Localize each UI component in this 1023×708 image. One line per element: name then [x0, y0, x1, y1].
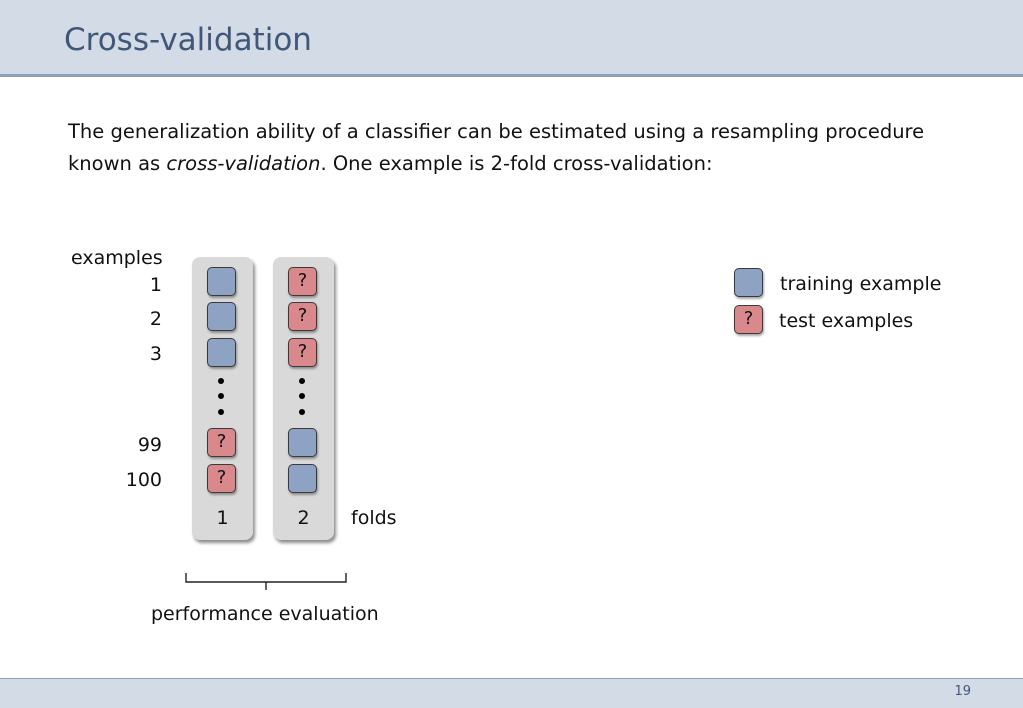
page-number: 19 [954, 684, 971, 699]
fold-1-example-100: ? [207, 464, 236, 493]
fold-1-example-99: ? [207, 428, 236, 457]
example-number-3: 3 [149, 343, 162, 365]
folds-label: folds [351, 507, 397, 529]
slide-footer: 19 [0, 678, 1023, 708]
fold-1-example-2 [207, 302, 236, 331]
performance-evaluation-label: performance evaluation [151, 603, 379, 625]
example-number-2: 2 [149, 308, 162, 330]
fold-2-example-99 [288, 428, 317, 457]
ellipsis-dot [218, 409, 224, 415]
examples-label: examples [71, 247, 163, 269]
intro-text-1: The generalization ability of a classifi… [68, 120, 925, 175]
fold-label-1: 1 [216, 507, 229, 529]
legend-test-swatch: ? [734, 305, 763, 334]
legend-training-label: training example [780, 273, 942, 295]
ellipsis-dot [218, 378, 224, 384]
ellipsis-dot [299, 393, 305, 399]
intro-paragraph: The generalization ability of a classifi… [68, 116, 968, 180]
legend-test-label: test examples [779, 310, 914, 332]
fold-2-example-3: ? [288, 338, 317, 367]
fold-2-example-1: ? [288, 267, 317, 296]
slide-title: Cross-validation [64, 22, 312, 58]
fold-1-example-3 [207, 338, 236, 367]
example-number-99: 99 [137, 434, 162, 456]
example-number-100: 100 [125, 469, 162, 491]
fold-label-2: 2 [297, 507, 310, 529]
fold-1-example-1 [207, 267, 236, 296]
ellipsis-dot [218, 393, 224, 399]
intro-text-2: . One example is 2-fold cross-validation… [320, 152, 713, 175]
intro-emphasis: cross-validation [166, 152, 321, 175]
bracket-icon [185, 573, 347, 590]
fold-2-example-2: ? [288, 302, 317, 331]
ellipsis-dot [299, 409, 305, 415]
fold-2-example-100 [288, 464, 317, 493]
legend-training-swatch [734, 268, 763, 297]
ellipsis-dot [299, 378, 305, 384]
example-number-1: 1 [149, 274, 162, 296]
slide-header: Cross-validation [0, 0, 1023, 77]
